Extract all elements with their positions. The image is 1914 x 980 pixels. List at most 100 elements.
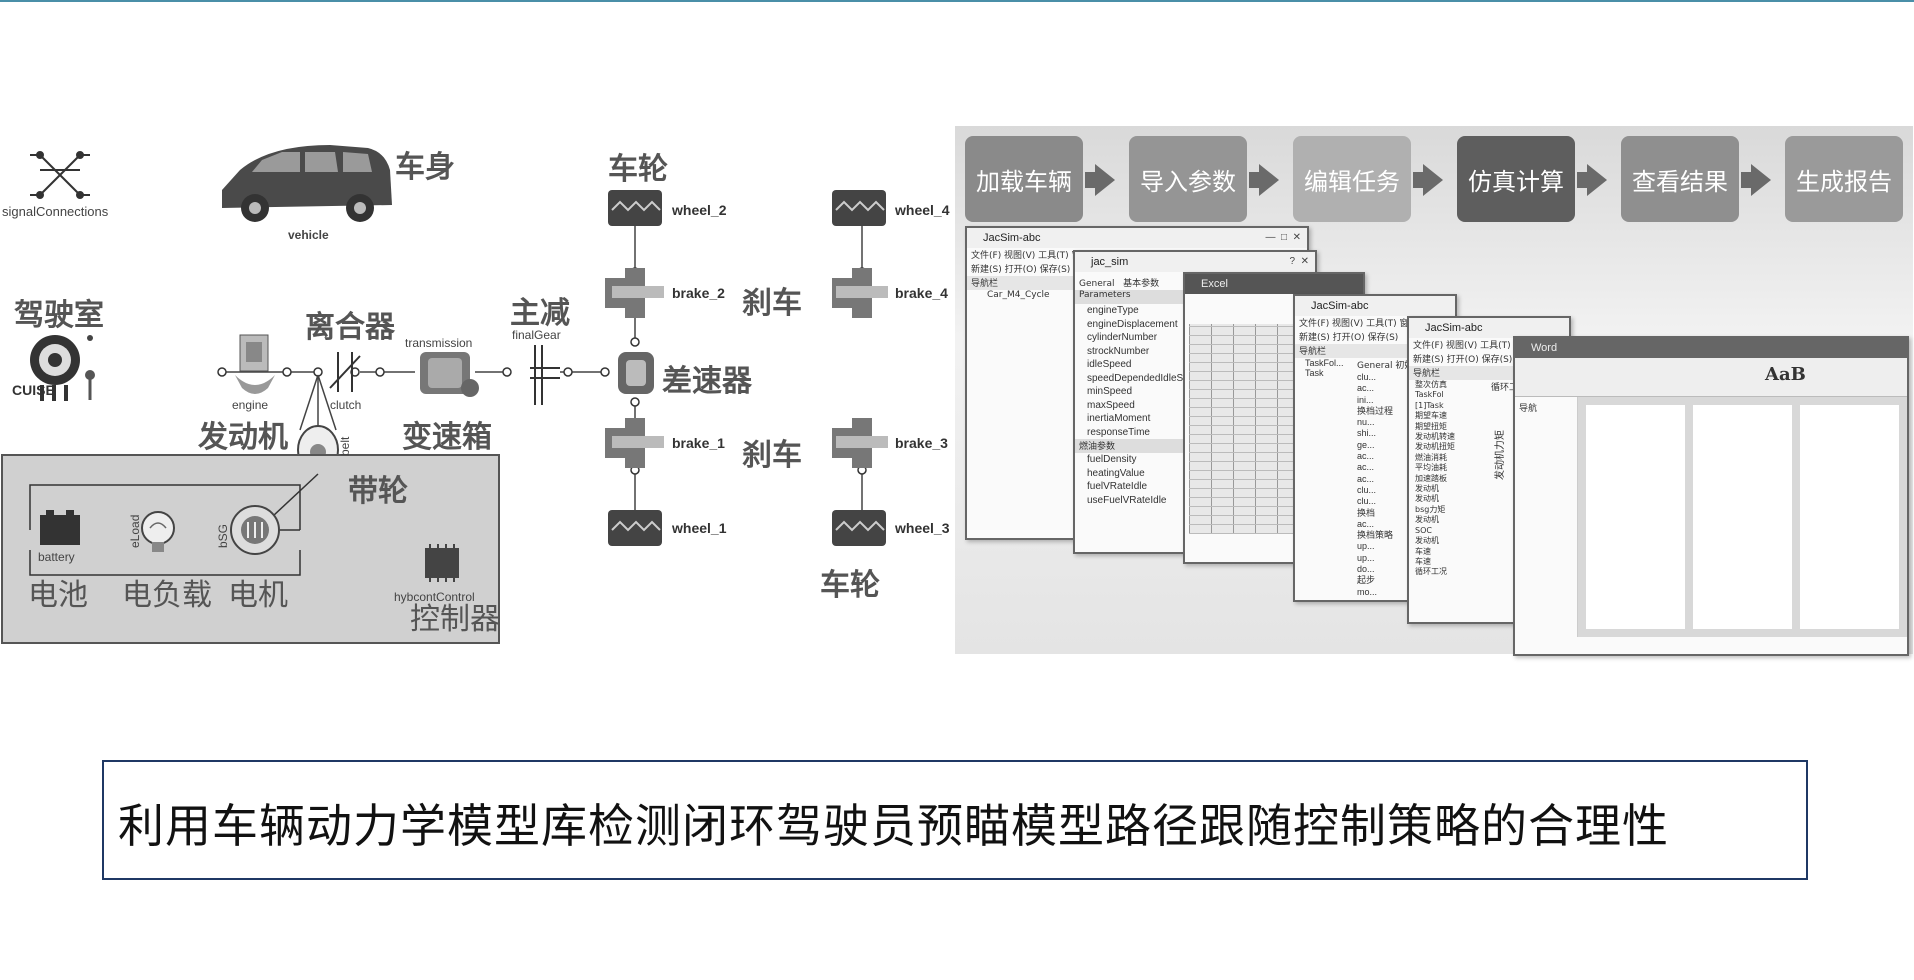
light-bulb-icon [141,511,175,552]
param-row[interactable]: idleSpeed [1087,359,1132,370]
param-row[interactable]: strockNumber [1087,345,1150,357]
menu-bar[interactable]: 文件(F) 视图(V) 工具(T) 窗口(W) [1299,319,1434,329]
caption-text: 利用车辆动力学模型库检测闭环驾驶员预瞄模型路径跟随控制策略的合理性 [118,799,1669,853]
param-row[interactable]: up... [1357,541,1375,552]
electric-load-label: 电负载 [122,578,212,613]
brake-upper-label: 刹车 [742,286,802,321]
tree-item[interactable]: bsg力矩 [1415,504,1446,514]
param-row[interactable]: engineDisplacement [1087,318,1178,330]
tree-item[interactable]: 发动机 [1415,484,1439,494]
param-row[interactable]: cylinderNumber [1087,332,1158,343]
param-row[interactable]: useFuelVRateIdle [1087,494,1167,506]
step-import-params[interactable]: 导入参数 [1129,136,1247,222]
tree-item[interactable]: 循环工况 [1415,567,1447,577]
param-row[interactable]: ac... [1357,462,1375,473]
step-simulate[interactable]: 仿真计算 [1457,136,1575,222]
param-row[interactable]: ac... [1357,451,1375,462]
param-row[interactable]: ge... [1357,439,1375,450]
document-page [1586,405,1685,629]
font-style-sample[interactable]: AaB [1765,364,1806,385]
menu-bar[interactable]: 文件(F) 视图(V) 工具(T) 窗口(W) [971,251,1106,261]
toolbar[interactable]: 新建(S) 打开(O) 保存(S) [1299,333,1399,343]
param-row[interactable]: inertiaMoment [1087,413,1151,424]
task-tree[interactable]: TaskFol...Task [1295,358,1353,598]
step-edit-task[interactable]: 编辑任务 [1293,136,1411,222]
step-generate-report[interactable]: 生成报告 [1785,136,1903,222]
menu-bar[interactable]: 文件(F) 视图(V) 工具(T) 窗口(W) [1413,341,1548,351]
param-row[interactable]: 换档 [1357,507,1376,518]
param-row[interactable]: fuelDensity [1087,454,1137,465]
param-row[interactable]: clu... [1357,484,1377,495]
tree-item[interactable]: 期望扭矩 [1415,421,1447,431]
tree-item[interactable]: 发动机 [1415,494,1439,504]
param-row[interactable]: ini... [1357,394,1374,405]
tree-item[interactable]: 车速 [1415,556,1431,566]
tab-general[interactable]: General [1079,279,1115,289]
tree-item[interactable]: TaskFol [1415,390,1444,400]
param-row[interactable]: mo... [1357,586,1378,597]
param-tabs[interactable]: General 基本参数 [1075,272,1315,290]
param-row[interactable]: up... [1357,552,1375,563]
param-row[interactable]: shi... [1357,428,1377,439]
belt-pulley-label: 带轮 [348,474,408,509]
tree-item[interactable]: Task [1305,368,1324,378]
tree-item[interactable]: 车速 [1415,546,1431,556]
param-row[interactable]: ac... [1357,518,1375,529]
motor-icon [230,505,280,555]
step-arrow-icon [1413,164,1443,196]
tree-item[interactable]: 发动机 [1415,515,1439,525]
window-controls[interactable]: — □ ✕ [1265,232,1301,243]
tree-item[interactable]: 发动机扭矩 [1415,442,1455,452]
param-row[interactable]: 起步 [1357,575,1376,586]
param-row[interactable]: engineType [1087,305,1139,316]
tree-item[interactable]: SOC [1415,525,1432,535]
tree-item[interactable]: [1]Task [1415,400,1444,410]
engine-en-label: engine [232,398,269,412]
param-row[interactable]: maxSpeed [1087,399,1135,411]
param-row[interactable]: ac... [1357,473,1375,484]
step-view-results[interactable]: 查看结果 [1621,136,1739,222]
param-row[interactable]: 换档过程 [1357,405,1394,416]
eload-en-label: eLoad [128,514,142,548]
param-row[interactable]: clu... [1357,372,1377,382]
tree-item[interactable]: Car_M4_Cycle [987,290,1050,300]
param-row[interactable]: minSpeed [1087,386,1133,397]
tree-item[interactable]: 加速踏板 [1415,473,1447,483]
brake-1-label: brake_1 [672,435,725,451]
tree-item[interactable]: 燃油消耗 [1415,452,1447,462]
tree-item[interactable]: 期望车速 [1415,411,1447,421]
step-load-vehicle[interactable]: 加载车辆 [965,136,1083,222]
toolbar[interactable]: 新建(S) 打开(O) 保存(S) [971,265,1071,275]
tab-basic-params[interactable]: 基本参数 [1123,279,1160,289]
tab-general[interactable]: General [1357,361,1393,371]
chart-title: 循环工况 [1491,383,1528,393]
tree-item[interactable]: 平均油耗 [1415,463,1447,473]
param-row[interactable]: clu... [1357,496,1377,507]
word-report-window[interactable]: Word AaB 导航 [1513,336,1909,656]
tree-item[interactable]: 发动机转速 [1415,432,1455,442]
param-row[interactable]: responseTime [1087,426,1150,438]
tree-item[interactable]: TaskFol... [1305,358,1344,368]
window-controls[interactable]: ? ✕ [1289,256,1310,267]
window-titlebar: JacSim-abc [1409,318,1569,338]
fuel-params-list: fuelDensity heatingValue fuelVRateIdle useF… [1075,453,1315,507]
param-row[interactable]: 换档策略 [1357,530,1394,541]
tree-item[interactable]: 整次仿真 [1415,380,1447,389]
clutch-icon [329,352,361,392]
brake-icons [605,268,888,468]
jacsim-results-window[interactable]: JacSim-abc 文件(F) 视图(V) 工具(T) 窗口(W) 新建(S)… [1407,316,1571,624]
param-row[interactable]: do... [1357,564,1375,575]
window-titlebar: JacSim-abc [1295,296,1455,316]
param-row[interactable]: speedDependedIdleS... [1087,372,1192,384]
param-row[interactable]: ac... [1357,383,1375,394]
brake-lower-label: 刹车 [742,438,802,473]
param-row[interactable]: fuelVRateIdle [1087,481,1148,492]
tree-item[interactable]: 发动机 [1415,536,1439,546]
param-row[interactable]: heatingValue [1087,467,1145,479]
toolbar[interactable]: 新建(S) 打开(O) 保存(S) [1413,355,1513,365]
belt-en-label: belt [338,436,352,456]
param-row[interactable]: nu... [1357,417,1375,428]
ribbon[interactable]: AaB [1515,358,1907,397]
